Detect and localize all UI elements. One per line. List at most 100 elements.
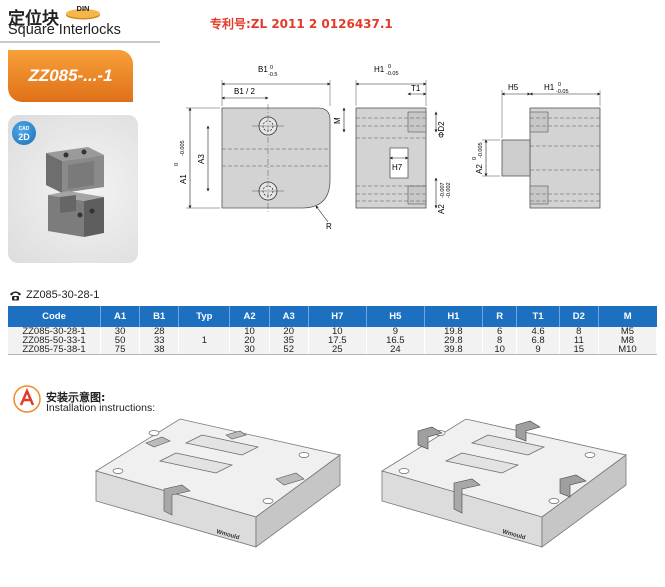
- col-header: R: [482, 306, 518, 327]
- dim-h1-right: H1: [544, 83, 555, 92]
- cell: 33: [139, 336, 180, 345]
- cell: 1: [178, 336, 231, 345]
- dim-a1-tol: 0: [174, 163, 180, 166]
- technical-drawings: B1 0 -0.5 B1 / 2 A1 0 -0.005 A3 R H1 0 -…: [174, 64, 601, 231]
- dim-h1: H1: [374, 65, 385, 74]
- model-tab: ZZ085-...-1: [8, 50, 133, 102]
- cell: 35: [269, 336, 309, 345]
- cell: 28: [139, 327, 180, 336]
- cell: 52: [269, 345, 309, 355]
- cell: 20: [229, 336, 270, 345]
- dim-b1-half: B1 / 2: [234, 87, 255, 96]
- col-header: Code: [8, 306, 101, 327]
- page-title-en: Square Interlocks: [8, 22, 121, 38]
- cell: [178, 345, 231, 355]
- cell: 4.6: [516, 327, 560, 336]
- cell: 9: [516, 345, 560, 355]
- spec-table: Code A1 B1 Typ A2 A3 H7 H5 H1 R T1 D2 M …: [8, 306, 658, 355]
- dim-m: M: [333, 117, 342, 124]
- dim-a2-side: A2: [437, 204, 446, 214]
- cell: 75: [100, 345, 141, 355]
- cell: 29.8: [424, 336, 483, 345]
- page-title-cn: 定位块: [8, 9, 59, 29]
- cell: ZZ085-75-38-1: [8, 345, 101, 355]
- cell: M10: [598, 345, 658, 355]
- cell: 10: [229, 327, 270, 336]
- cell: 9: [366, 327, 425, 336]
- product-code: ZZ085-30-28-1: [26, 289, 100, 301]
- cell: M5: [598, 327, 658, 336]
- din-label: DIN: [77, 4, 90, 13]
- col-header: H7: [308, 306, 367, 327]
- cell: [178, 327, 231, 336]
- side-view: H1 0 -0.05 T1 M ΦD2 H7 A2 -0.007 -0.002: [333, 64, 452, 214]
- install-diagram-left: Wmould: [95, 418, 341, 548]
- dim-h1-right-tol-bot: -0.05: [556, 89, 569, 95]
- cell: 6.8: [516, 336, 560, 345]
- cell: 20: [269, 327, 309, 336]
- phone-icon: [10, 291, 21, 301]
- right-view: H5 H1 0 -0.05 A2 0 -0.005: [472, 82, 601, 209]
- col-header: H1: [424, 306, 483, 327]
- cell: 19.8: [424, 327, 483, 336]
- cell: ZZ085-30-28-1: [8, 327, 101, 336]
- dim-h1-right-tol-top: 0: [558, 82, 561, 88]
- col-header: M: [598, 306, 657, 327]
- dim-a2-right-tol-bot: -0.005: [478, 142, 484, 158]
- cell: 10: [308, 327, 367, 336]
- cell: 17.5: [308, 336, 367, 345]
- dim-a1-tol-bot: -0.005: [180, 140, 186, 156]
- dim-h7: H7: [392, 163, 403, 172]
- dim-a2-side-tol: -0.007: [440, 182, 446, 198]
- badge-2d-label: 2D: [18, 132, 30, 142]
- cell: 50: [100, 336, 141, 345]
- dim-b1-tol-bot: -0.5: [268, 72, 277, 78]
- cell: 30: [229, 345, 270, 355]
- cell: 8: [559, 327, 599, 336]
- table-header-row: Code A1 B1 Typ A2 A3 H7 H5 H1 R T1 D2 M: [8, 306, 657, 327]
- dim-a3: A3: [197, 154, 206, 164]
- table-row: ZZ085-50-33-1 50 33 1 20 35 17.5 16.5 29…: [8, 336, 658, 345]
- dim-d2: ΦD2: [437, 121, 446, 138]
- col-header: A3: [269, 306, 309, 327]
- install-diagram-right: Wmould: [381, 418, 627, 548]
- cell: 39.8: [424, 345, 483, 355]
- patent-number: 专利号:ZL 2011 2 0126437.1: [210, 17, 393, 31]
- col-header: Typ: [178, 306, 231, 327]
- table-row: ZZ085-75-38-1 75 38 30 52 25 24 39.8 10 …: [8, 345, 658, 355]
- dim-h5: H5: [508, 83, 519, 92]
- cell: 8: [482, 336, 518, 345]
- install-title-cn: 安装示意图:: [46, 391, 106, 404]
- dim-t1: T1: [411, 84, 421, 93]
- col-header: H5: [366, 306, 425, 327]
- dim-a1: A1: [179, 174, 188, 184]
- cell: 24: [366, 345, 425, 355]
- dim-b1: B1: [258, 65, 268, 74]
- din-badge: DIN: [66, 4, 100, 20]
- cell: 10: [482, 345, 518, 355]
- cell: 11: [559, 336, 599, 345]
- cell: 25: [308, 345, 367, 355]
- col-header: D2: [559, 306, 599, 327]
- col-header: A1: [100, 306, 141, 327]
- col-header: B1: [139, 306, 180, 327]
- dim-a2-right: A2: [475, 164, 484, 174]
- dim-a2-right-tol: 0: [472, 157, 478, 160]
- cell: M8: [598, 336, 658, 345]
- dim-a2-side-tol-bot: -0.002: [446, 182, 452, 198]
- cell: 30: [100, 327, 141, 336]
- product-photo: [46, 147, 104, 237]
- dim-h1-tol-bot: -0.05: [386, 71, 399, 77]
- cell: 6: [482, 327, 518, 336]
- cad-2d-badge[interactable]: CAD 2D: [12, 121, 36, 145]
- col-header: A2: [229, 306, 270, 327]
- header-divider: [0, 41, 160, 43]
- cad-label: CAD: [18, 126, 30, 132]
- cell: ZZ085-50-33-1: [8, 336, 101, 345]
- dim-b1-tol-top: 0: [270, 65, 273, 71]
- install-title-en: Installation instructions:: [46, 402, 156, 414]
- table-row: ZZ085-30-28-1 30 28 10 20 10 9 19.8 6 4.…: [8, 327, 658, 336]
- dim-h1-tol-top: 0: [388, 64, 391, 70]
- cell: 38: [139, 345, 180, 355]
- install-logo-icon: [13, 385, 41, 413]
